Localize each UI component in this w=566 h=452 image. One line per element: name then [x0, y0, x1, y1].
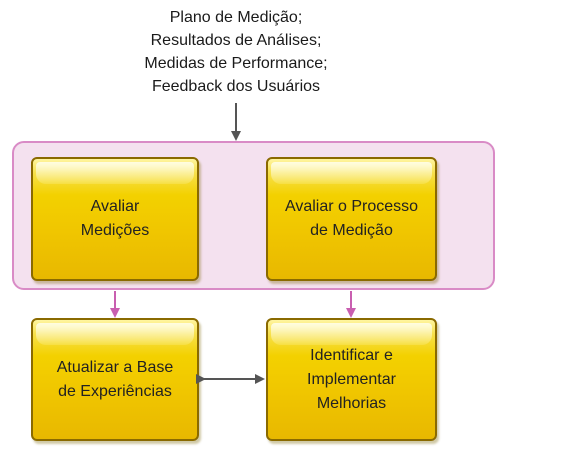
evaluate-measurement-process-label: Avaliar o Processo de Medição	[284, 198, 419, 239]
input-line-user-feedback: Feedback dos Usuários	[151, 78, 321, 95]
evaluate-measurement-process-box: Avaliar o Processo de Medição	[266, 157, 437, 281]
identify-implement-improvements-label: Identificar e Implementar Melhorias	[307, 346, 396, 412]
evaluate-measurements-box: Avaliar Medições	[31, 157, 199, 281]
input-list: Plano de Medição; Resultados de Análises…	[100, 6, 372, 98]
evaluate-measurements-label: Avaliar Medições	[80, 198, 150, 239]
identify-implement-improvements-box: Identificar e Implementar Melhorias	[266, 318, 437, 441]
update-experience-base-label: Atualizar a Base de Experiências	[56, 358, 174, 400]
input-line-analysis-results: Resultados de Análises;	[150, 32, 322, 49]
input-line-measurement-plan: Plano de Medição;	[169, 9, 303, 26]
update-experience-base-box: Atualizar a Base de Experiências	[31, 318, 199, 441]
input-line-performance-measures: Medidas de Performance;	[144, 55, 328, 72]
